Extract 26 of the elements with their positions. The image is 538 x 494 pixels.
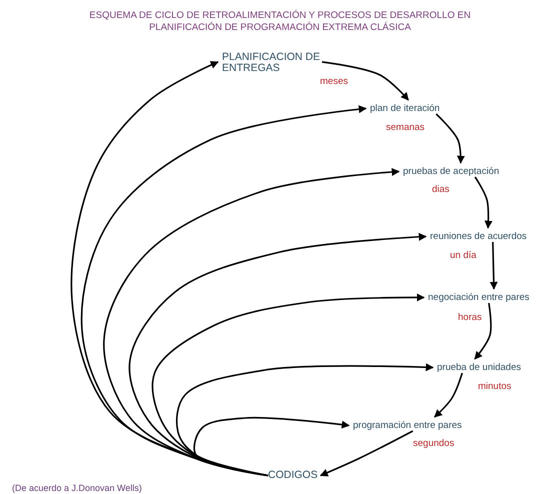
arrow	[474, 176, 492, 229]
arrow	[436, 113, 465, 164]
step-label: plan de iteración	[370, 103, 440, 114]
duration-label: un día	[450, 250, 476, 261]
duration-label: minutos	[478, 381, 512, 392]
duration-label: semanas	[386, 122, 425, 133]
step-label: prueba de unidades	[437, 362, 521, 373]
duration-label: dias	[432, 184, 450, 195]
arrow	[320, 430, 414, 476]
duration-label: horas	[458, 312, 482, 323]
arrow	[434, 372, 463, 418]
arrow	[474, 302, 492, 360]
step-label: programación entre pares	[353, 420, 462, 431]
step-label: pruebas de aceptación	[403, 166, 500, 177]
duration-label: segundos	[413, 438, 454, 449]
duration-label: meses	[320, 76, 348, 87]
step-label: CODIGOS	[268, 470, 318, 481]
arrow	[176, 363, 434, 476]
diagram-title: ESQUEMA DE CICLO DE RETROALIMENTACIÓN Y PROCESOS DE DESARROLLO EN PLANIFICACIÓN DE PROGRAMACIÓN EXTREMA CLÁSICA	[88, 10, 472, 34]
arrow	[193, 416, 350, 476]
step-label: negociación entre pares	[428, 292, 530, 303]
arrow	[322, 61, 409, 101]
arrow	[490, 242, 498, 290]
step-label: reuniones de acuerdos	[430, 231, 527, 242]
step-label: PLANIFICACION DE ENTREGAS	[222, 52, 322, 74]
source-note: (De acuerdo a J.Donovan Wells)	[12, 483, 142, 493]
